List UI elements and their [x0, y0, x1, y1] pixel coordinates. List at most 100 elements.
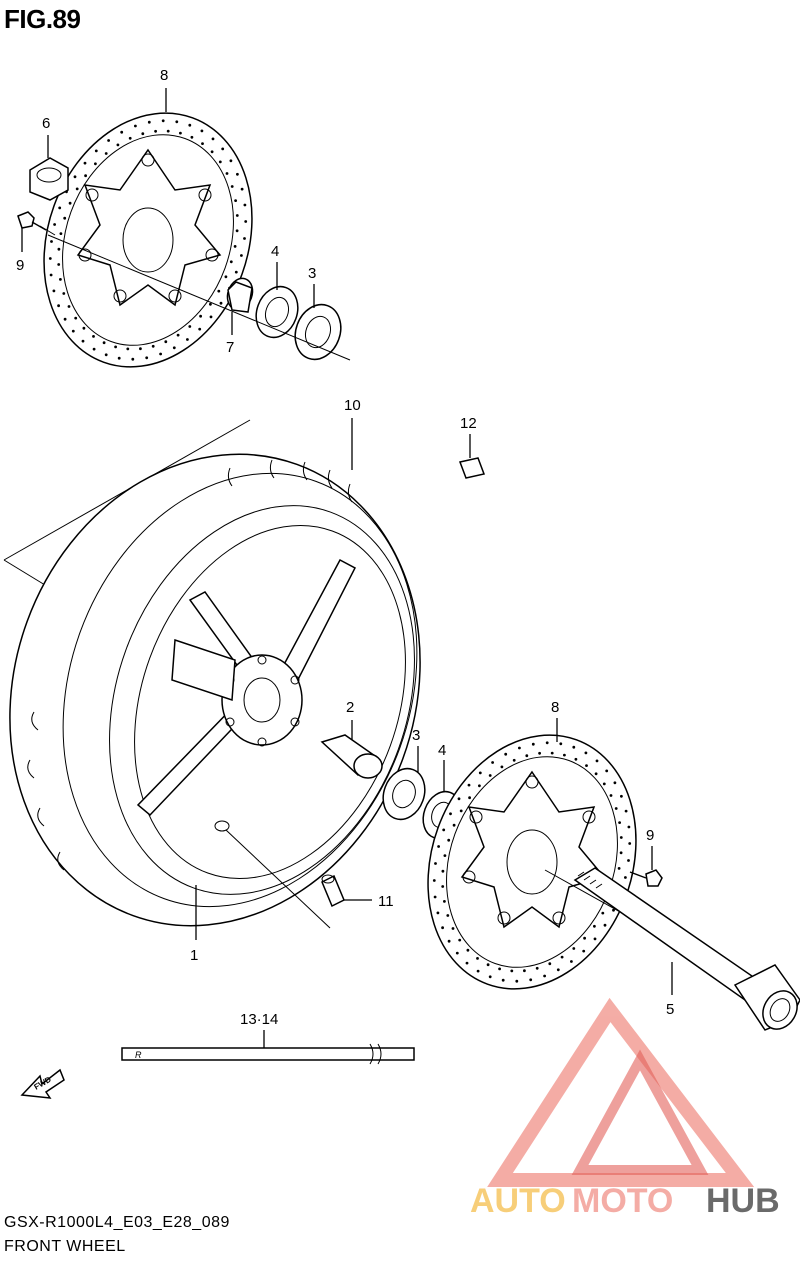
disc-hole	[595, 759, 599, 763]
disc-hole	[73, 175, 77, 179]
rim-decal-strip[interactable]: R	[121, 1043, 415, 1065]
disc-hole	[200, 129, 204, 133]
disc-hole	[210, 150, 214, 154]
disc-hole	[441, 926, 444, 930]
disc-hole	[240, 187, 244, 191]
disc-hole	[201, 142, 204, 146]
disc-hole	[240, 254, 243, 257]
disc-hole	[548, 962, 552, 966]
disc-hole	[624, 876, 627, 879]
disc-hole	[601, 911, 605, 915]
disc-hole	[234, 199, 238, 203]
disc-hole	[84, 174, 87, 178]
disc-hole	[179, 131, 182, 135]
callout-11: 11	[378, 893, 394, 910]
disc-hole	[209, 315, 213, 319]
disc-holes	[48, 119, 248, 361]
disc-hole	[219, 301, 223, 305]
figure-name: FRONT WHEEL	[4, 1238, 126, 1255]
disc-hole	[120, 130, 124, 134]
disc-hole	[447, 838, 451, 842]
spacer-nut[interactable]	[29, 157, 69, 201]
disc-hole	[126, 347, 130, 351]
brake-disc-lower[interactable]	[394, 706, 671, 1019]
disc-hole	[500, 765, 504, 769]
disc-hole	[446, 914, 450, 917]
disc-hole	[139, 347, 142, 351]
logo-text-moto: MOTO	[572, 1182, 673, 1220]
disc-hole	[229, 159, 233, 163]
callout-8-upper: 8	[160, 67, 168, 84]
disc-hole	[50, 240, 53, 243]
disc-hole	[211, 137, 215, 141]
disc-hole	[147, 120, 151, 124]
disc-hole	[441, 869, 445, 873]
disc-hole	[92, 335, 95, 338]
disc-bolt-upper[interactable]	[17, 211, 47, 231]
disc-hole	[556, 968, 560, 972]
disc-hole	[74, 316, 78, 320]
disc-hole	[107, 139, 110, 142]
disc-hole	[94, 149, 98, 153]
disc-hole	[518, 746, 521, 750]
disc-hole	[243, 237, 246, 240]
callout-4-lower: 4	[438, 742, 446, 759]
disc-hole	[131, 357, 135, 361]
disc-hole	[468, 796, 471, 800]
disc-hole	[550, 751, 554, 755]
callout-1: 1	[190, 947, 198, 964]
disc-hole	[572, 745, 576, 749]
disc-hole	[442, 828, 446, 832]
collar[interactable]	[223, 275, 256, 313]
disc-hole	[612, 908, 615, 912]
disc-hole	[491, 761, 494, 764]
front-axle[interactable]	[544, 867, 800, 1035]
wheel-spacer[interactable]	[320, 734, 383, 779]
disc-hole	[476, 969, 480, 973]
disc-hole	[53, 223, 56, 226]
disc-hole	[59, 278, 62, 281]
disc-hole	[583, 936, 586, 940]
disc-hole	[104, 152, 108, 155]
brake-disc-upper[interactable]	[10, 84, 287, 397]
disc-hole	[59, 232, 63, 236]
bearing-lower[interactable]	[376, 763, 431, 826]
callout-10: 10	[344, 397, 361, 414]
disc-hole	[574, 757, 578, 761]
front-wheel[interactable]	[0, 396, 485, 984]
disc-hole	[432, 879, 436, 882]
disc-hole	[455, 951, 459, 955]
disc-hole	[457, 797, 461, 801]
balance-weight[interactable]	[458, 457, 486, 479]
oil-seal-upper[interactable]	[249, 281, 304, 344]
disc-hole	[545, 741, 549, 745]
disc-hole	[603, 923, 607, 927]
disc-hole	[458, 938, 462, 942]
disc-hole	[436, 911, 440, 915]
disc-hole	[234, 270, 238, 274]
disc-hole	[63, 216, 67, 220]
svg-text:R: R	[135, 1050, 142, 1060]
disc-hole	[624, 809, 628, 813]
disc-hole	[188, 123, 192, 127]
disc-hole	[563, 753, 566, 757]
disc-hole	[617, 867, 621, 870]
disc-hole	[145, 356, 149, 360]
disc-hole	[176, 333, 180, 337]
disc-hole	[613, 781, 617, 785]
disc-hole	[94, 162, 97, 166]
callout-8-lower: 8	[551, 699, 559, 716]
bearing-upper[interactable]	[288, 298, 348, 366]
logo-text-auto: AUTO	[470, 1182, 566, 1220]
callout-12: 12	[460, 415, 477, 432]
disc-hole	[235, 229, 239, 233]
disc-hole	[209, 302, 212, 306]
tire-valve[interactable]	[321, 874, 345, 908]
disc-hole	[488, 975, 492, 979]
disc-hole	[525, 754, 529, 758]
disc-bolt-lower[interactable]	[629, 869, 663, 887]
disc-hole	[627, 825, 631, 829]
disc-hole	[619, 836, 623, 839]
disc-hole	[58, 206, 62, 210]
disc-hole	[229, 260, 233, 264]
